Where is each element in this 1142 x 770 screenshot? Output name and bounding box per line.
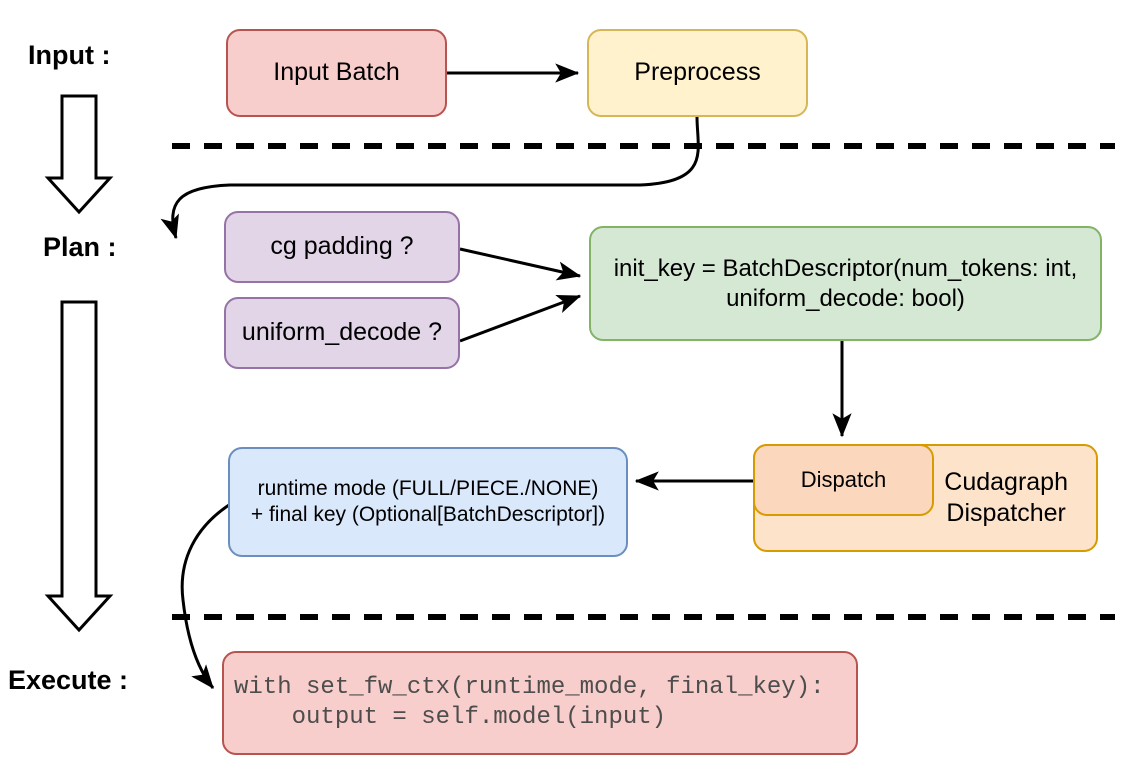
- node-execute-code[interactable]: with set_fw_ctx(runtime_mode, final_key)…: [222, 651, 858, 755]
- stage-label-execute: Execute :: [8, 665, 129, 695]
- node-cg-padding[interactable]: cg padding ?: [224, 211, 460, 283]
- big-arrow-input-to-plan: [44, 94, 114, 215]
- node-preprocess[interactable]: Preprocess: [587, 29, 808, 117]
- node-uniform-decode[interactable]: uniform_decode ?: [224, 297, 460, 369]
- node-dispatch[interactable]: Dispatch: [753, 444, 934, 516]
- node-runtime-mode[interactable]: runtime mode (FULL/PIECE./NONE) + final …: [228, 447, 628, 557]
- stage-label-plan: Plan :: [43, 232, 117, 262]
- connector-uniform-decode-to-init-key: [459, 294, 582, 343]
- node-input-batch[interactable]: Input Batch: [226, 29, 447, 117]
- connector-cg-padding-to-init-key: [459, 247, 582, 281]
- node-init-key[interactable]: init_key = BatchDescriptor(num_tokens: i…: [589, 226, 1102, 341]
- stage-label-input: Input :: [28, 40, 111, 70]
- big-arrow-plan-to-execute: [44, 300, 114, 633]
